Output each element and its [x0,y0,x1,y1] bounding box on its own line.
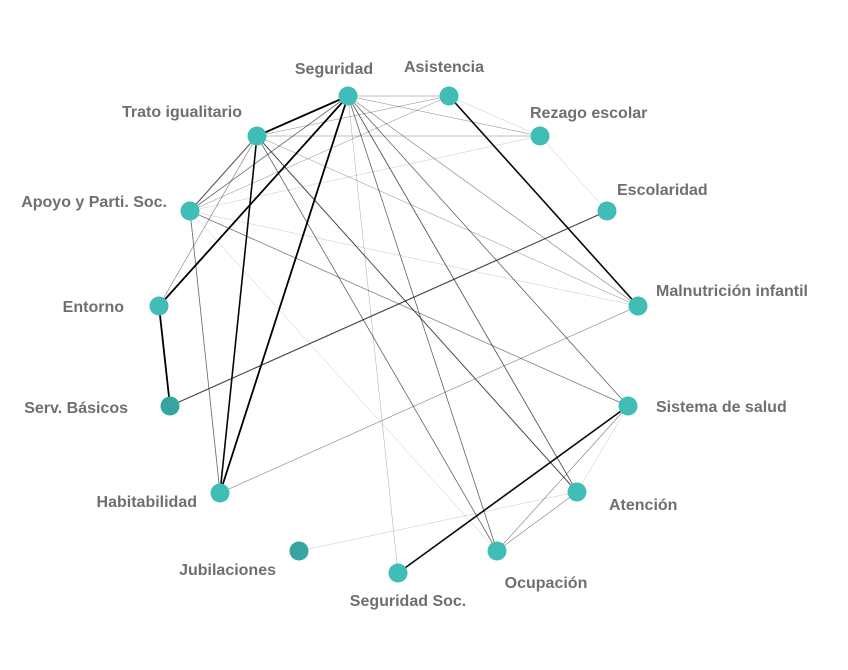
edge-habitabilidad-malnutricion [219,305,639,494]
node-escolaridad[interactable] [597,201,617,221]
edge-seguridad-ocupacion [347,95,498,552]
node-segsoc[interactable] [388,563,408,583]
edge-asistencia-rezago [448,95,541,137]
edge-trato-atencion [256,135,578,493]
edge-apoyo-malnutricion [189,210,639,307]
node-label-seguridad: Seguridad [295,61,373,78]
node-ocupacion[interactable] [487,541,507,561]
node-atencion[interactable] [567,482,587,502]
node-label-ocupacion: Ocupación [505,575,588,592]
node-label-asistencia: Asistencia [404,59,484,76]
edge-asistencia-malnutricion [448,95,639,307]
edge-apoyo-habitabilidad [189,210,221,494]
node-label-atencion: Atención [609,497,677,514]
node-salud[interactable] [618,396,638,416]
node-apoyo[interactable] [180,201,200,221]
node-seguridad[interactable] [338,86,358,106]
edge-trato-apoyo [189,135,258,212]
node-label-servicios: Serv. Básicos [24,400,128,417]
edge-seguridad-habitabilidad [219,95,349,494]
edge-salud-ocupacion [496,405,629,552]
edge-entorno-servicios [158,305,171,407]
node-rezago[interactable] [530,126,550,146]
edge-layer [158,95,639,574]
node-label-rezago: Rezago escolar [530,105,647,122]
edge-asistencia-apoyo [189,95,450,212]
node-label-entorno: Entorno [63,299,125,316]
node-malnutricion[interactable] [628,296,648,316]
node-label-jubilaciones: Jubilaciones [179,562,276,579]
edge-seguridad-salud [347,95,629,407]
edge-trato-malnutricion [256,135,639,307]
edge-seguridad-rezago [347,95,541,137]
edge-rezago-escolaridad [539,135,608,212]
edge-apoyo-salud [189,210,629,407]
node-label-habitabilidad: Habitabilidad [97,494,197,511]
node-label-segsoc: Seguridad Soc. [350,593,466,610]
edge-apoyo-ocupacion [189,210,498,552]
edge-trato-ocupacion [256,135,498,552]
edge-trato-habitabilidad [219,135,258,494]
node-label-apoyo: Apoyo y Parti. Soc. [21,194,167,211]
edge-atencion-ocupacion [496,491,578,552]
edge-seguridad-segsoc [347,95,399,574]
edge-seguridad-apoyo [189,95,349,212]
node-entorno[interactable] [149,296,169,316]
edge-salud-segsoc [397,405,629,574]
edge-seguridad-trato [256,95,349,137]
edge-rezago-apoyo [189,135,541,212]
node-habitabilidad[interactable] [210,483,230,503]
edge-seguridad-atencion [347,95,578,493]
node-servicios[interactable] [160,396,180,416]
edge-trato-entorno [158,135,258,307]
node-label-salud: Sistema de salud [656,399,787,416]
node-label-escolaridad: Escolaridad [617,182,708,199]
edge-servicios-escolaridad [169,210,608,407]
edge-salud-atencion [576,405,629,493]
edge-atencion-jubilaciones [298,491,578,552]
node-jubilaciones[interactable] [289,541,309,561]
node-trato[interactable] [247,126,267,146]
node-asistencia[interactable] [439,86,459,106]
node-layer [149,86,648,583]
node-label-malnutricion: Malnutrición infantil [656,283,808,300]
edge-seguridad-malnutricion [347,95,639,307]
node-label-trato: Trato igualitario [122,104,242,121]
edge-asistencia-trato [256,95,450,137]
edge-seguridad-entorno [158,95,349,307]
